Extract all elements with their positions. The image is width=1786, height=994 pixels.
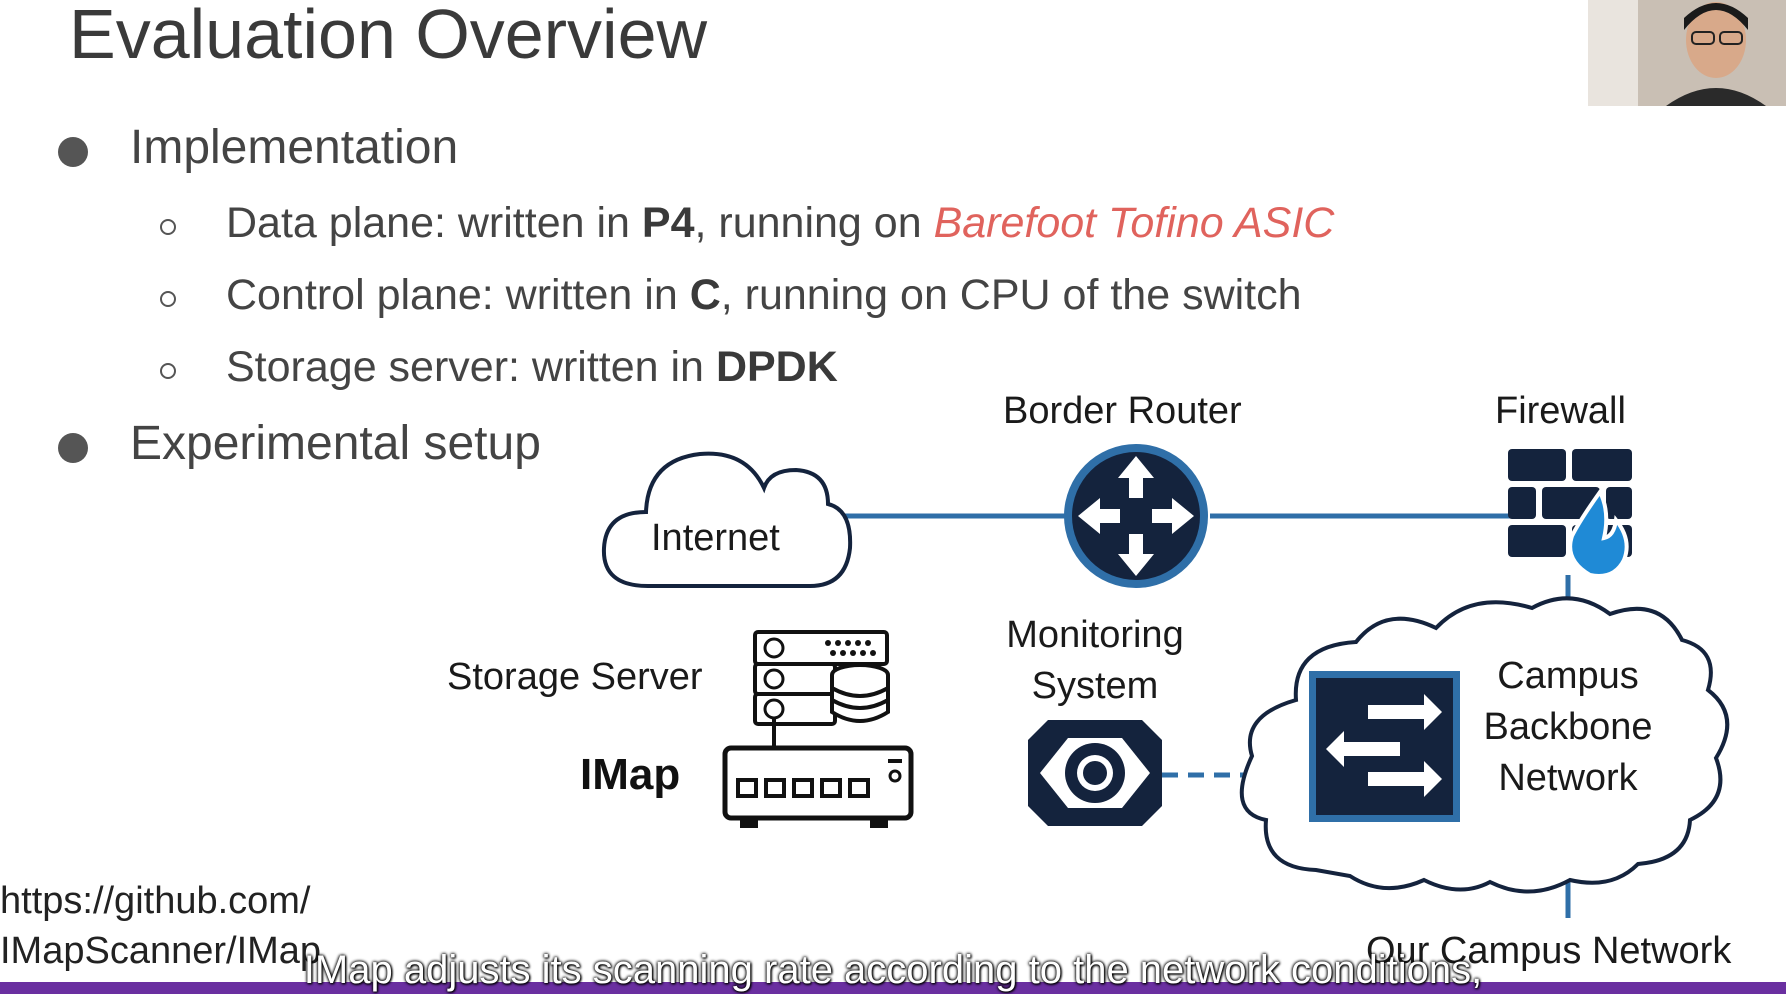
bullet-data-plane: Data plane: written in P4, running on Ba… bbox=[226, 199, 1334, 248]
github-link[interactable]: https://github.com/ bbox=[0, 880, 311, 922]
firewall-label: Firewall bbox=[1495, 390, 1626, 432]
border-router-label: Border Router bbox=[1003, 390, 1242, 432]
database-icon bbox=[830, 663, 890, 723]
router-icon bbox=[1064, 444, 1208, 588]
bullet-experimental-setup: Experimental setup bbox=[130, 417, 541, 470]
bullet-dot bbox=[58, 137, 88, 167]
text-bold: DPDK bbox=[715, 343, 838, 391]
internet-label: Internet bbox=[651, 517, 780, 559]
video-progress-bar[interactable] bbox=[0, 982, 1786, 994]
text-bold: C bbox=[689, 271, 721, 319]
imap-switch-icon bbox=[722, 718, 914, 828]
text-segment: Data plane: written in bbox=[226, 199, 642, 247]
sub-bullet-circle bbox=[160, 219, 176, 235]
presenter-webcam bbox=[1588, 0, 1786, 106]
github-link-path[interactable]: IMapScanner/IMap bbox=[0, 930, 322, 972]
campus-label: Campus bbox=[1497, 655, 1639, 697]
presenter-video-icon bbox=[1588, 0, 1786, 106]
switch-icon bbox=[1309, 671, 1460, 822]
monitoring-system-label: System bbox=[1031, 665, 1159, 707]
imap-label: IMap bbox=[580, 750, 681, 799]
firewall-icon bbox=[1508, 449, 1632, 578]
text-segment: Storage server: written in bbox=[226, 343, 716, 391]
eye-icon bbox=[1028, 720, 1162, 826]
text-segment: Control plane: written in bbox=[226, 271, 690, 319]
subtitle-caption: IMap adjusts its scanning rate according… bbox=[303, 948, 1483, 992]
storage-server-label: Storage Server bbox=[447, 656, 703, 698]
text-segment: , running on CPU of the switch bbox=[720, 271, 1302, 319]
text-segment: , running on bbox=[694, 199, 934, 247]
bullet-implementation: Implementation bbox=[130, 121, 459, 174]
bullet-storage-server: Storage server: written in DPDK bbox=[226, 343, 838, 392]
monitoring-label: Monitoring bbox=[1006, 614, 1184, 656]
network-label: Network bbox=[1498, 757, 1638, 799]
backbone-label: Backbone bbox=[1483, 706, 1653, 748]
server-icon bbox=[753, 630, 889, 726]
cloud-icon bbox=[601, 451, 853, 588]
slide-title: Evaluation Overview bbox=[69, 0, 708, 73]
sub-bullet-circle bbox=[160, 363, 176, 379]
bullet-control-plane: Control plane: written in C, running on … bbox=[226, 271, 1302, 320]
sub-bullet-circle bbox=[160, 291, 176, 307]
text-bold: P4 bbox=[641, 199, 695, 247]
our-campus-network-label: Our Campus Network bbox=[1366, 930, 1732, 972]
bullet-dot bbox=[58, 433, 88, 463]
text-highlight: Barefoot Tofino ASIC bbox=[933, 199, 1335, 247]
